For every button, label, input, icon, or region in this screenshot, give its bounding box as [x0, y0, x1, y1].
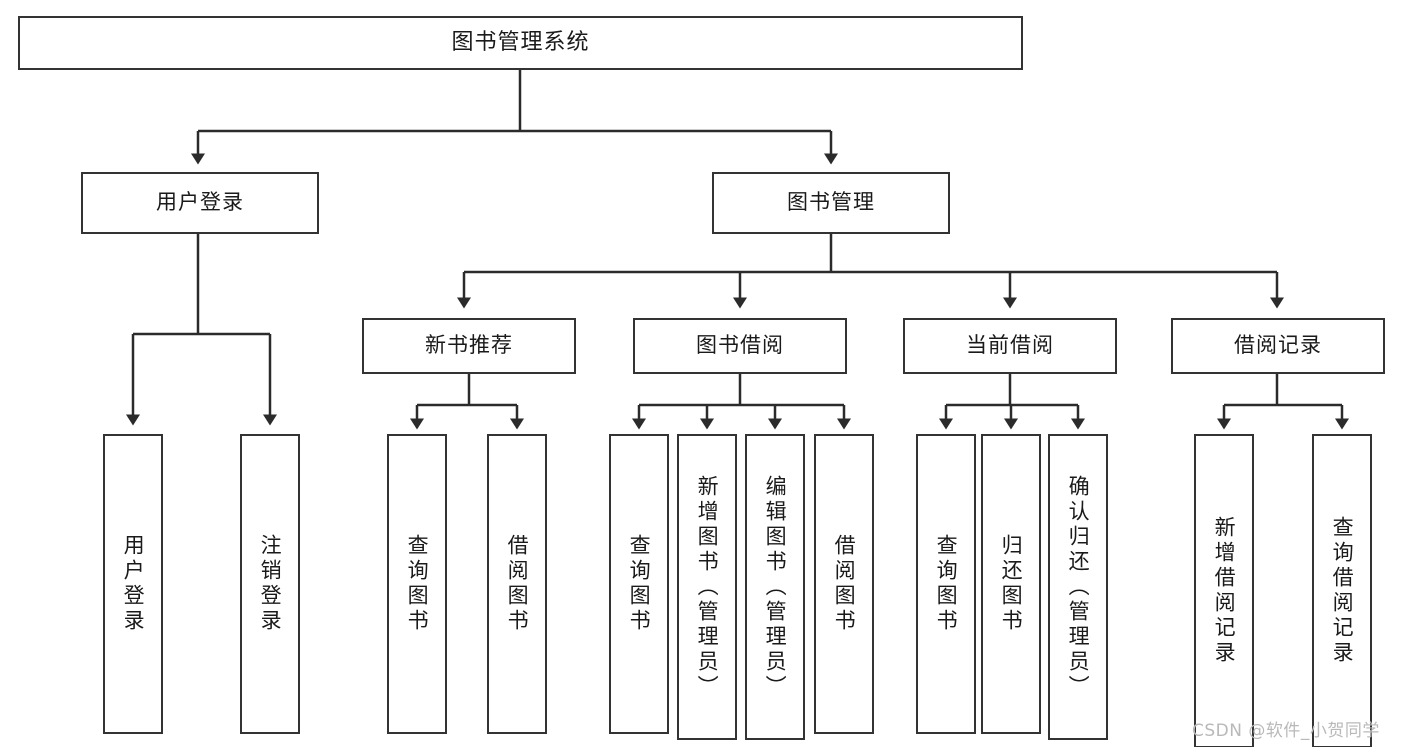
node-label: 借阅记录 [1234, 333, 1322, 358]
node-label: 查询图书 [627, 534, 652, 634]
leaf-current-return-book[interactable]: 归还图书 [981, 434, 1041, 734]
node-label: 编辑图书（管理员） [763, 474, 788, 700]
node-label: 当前借阅 [966, 333, 1054, 358]
leaf-new-book-borrow[interactable]: 借阅图书 [487, 434, 547, 734]
node-label: 用户登录 [121, 534, 146, 634]
node-book-management[interactable]: 图书管理 [712, 172, 950, 234]
leaf-current-query-book[interactable]: 查询图书 [916, 434, 976, 734]
node-book-borrow[interactable]: 图书借阅 [633, 318, 847, 374]
leaf-user-login-signin[interactable]: 用户登录 [103, 434, 163, 734]
leaf-borrow-add-book[interactable]: 新增图书（管理员） [677, 434, 737, 740]
node-user-login[interactable]: 用户登录 [81, 172, 319, 234]
leaf-record-add[interactable]: 新增借阅记录 [1194, 434, 1254, 747]
leaf-borrow-edit-book[interactable]: 编辑图书（管理员） [745, 434, 805, 740]
leaf-record-query[interactable]: 查询借阅记录 [1312, 434, 1372, 747]
leaf-current-confirm-return[interactable]: 确认归还（管理员） [1048, 434, 1108, 740]
node-label: 注销登录 [258, 534, 283, 634]
leaf-user-login-signout[interactable]: 注销登录 [240, 434, 300, 734]
node-label: 查询图书 [934, 534, 959, 634]
node-label: 查询借阅记录 [1330, 516, 1355, 666]
node-label: 新增图书（管理员） [695, 474, 720, 700]
node-root-system[interactable]: 图书管理系统 [18, 16, 1023, 70]
node-new-book-recommend[interactable]: 新书推荐 [362, 318, 576, 374]
node-label: 查询图书 [405, 534, 430, 634]
node-label: 借阅图书 [832, 534, 857, 634]
node-label: 归还图书 [999, 534, 1024, 634]
node-label: 图书借阅 [696, 333, 784, 358]
node-label: 新书推荐 [425, 333, 513, 358]
leaf-borrow-query-book[interactable]: 查询图书 [609, 434, 669, 734]
node-label: 图书管理 [787, 190, 875, 215]
node-label: 新增借阅记录 [1212, 516, 1237, 666]
node-borrow-record[interactable]: 借阅记录 [1171, 318, 1385, 374]
node-label: 借阅图书 [505, 534, 530, 634]
node-label: 图书管理系统 [451, 29, 590, 55]
leaf-new-book-query[interactable]: 查询图书 [387, 434, 447, 734]
watermark-credit: CSDN @软件_小贺同学 [1192, 721, 1380, 741]
leaf-borrow-borrow-book[interactable]: 借阅图书 [814, 434, 874, 734]
node-label: 确认归还（管理员） [1066, 474, 1091, 700]
node-current-borrow[interactable]: 当前借阅 [903, 318, 1117, 374]
node-label: 用户登录 [156, 190, 244, 215]
